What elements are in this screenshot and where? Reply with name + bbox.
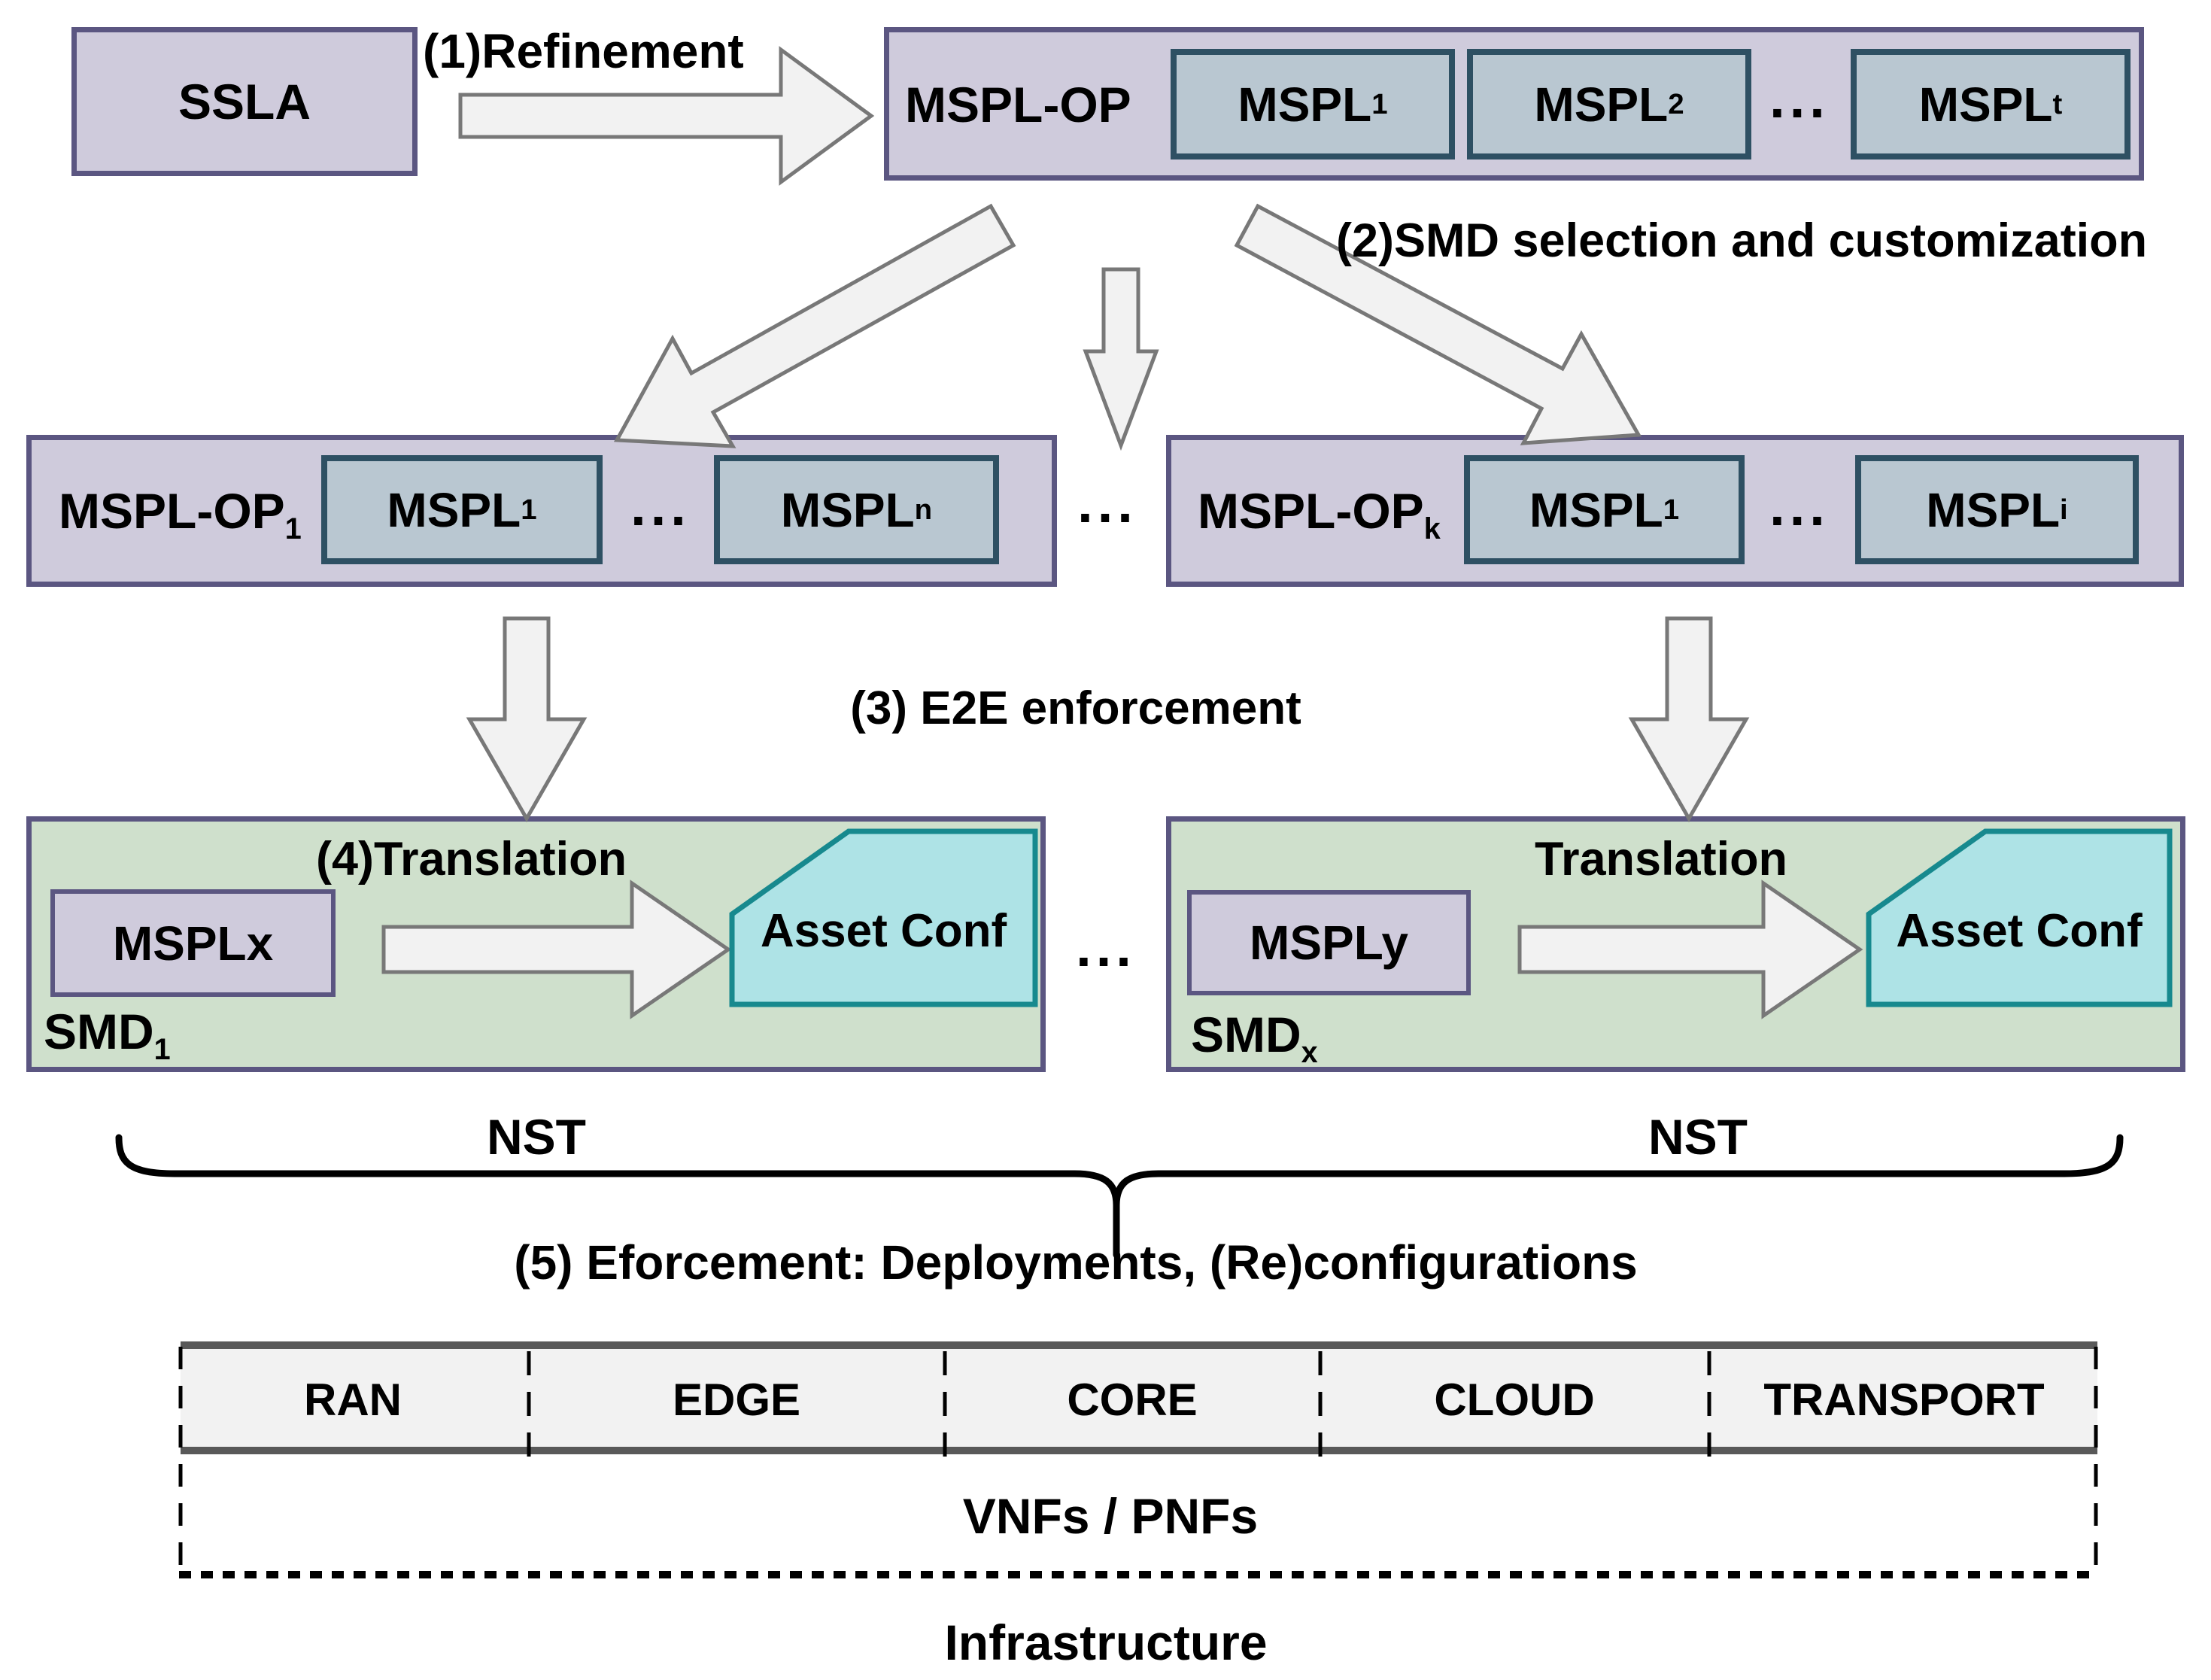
- asset-conf-text-right: Asset Conf: [1896, 904, 2143, 957]
- translation-label-right: Translation: [1534, 833, 1788, 886]
- step4-translation-label: (4)Translation: [316, 833, 627, 886]
- mspl-t-label: MSPL: [1918, 77, 2053, 132]
- asset-conf-label-left: Asset Conf: [732, 831, 1035, 1004]
- row1-ellipsis: ...: [1769, 67, 1830, 130]
- nst-label-right: NST: [1648, 1109, 1748, 1165]
- column-transport: TRANSPORT: [1763, 1375, 2045, 1425]
- step2-smd-selection-label: (2)SMD selection and customization: [1336, 214, 2148, 267]
- asset-conf-text-left: Asset Conf: [760, 904, 1007, 957]
- vnfs-pnfs-label: VNFs / PNFs: [962, 1488, 1259, 1544]
- smd-x-label: SMDx: [1191, 1007, 1318, 1068]
- msplx-box: MSPLx: [50, 889, 336, 997]
- mspl-op-1-item-n-label: MSPL: [780, 482, 915, 537]
- smd-x-label-sub: x: [1301, 1036, 1318, 1070]
- smd-1-label: SMD1: [44, 1004, 171, 1065]
- mspl-1-label: MSPL: [1238, 77, 1372, 132]
- nst-label-left: NST: [487, 1109, 586, 1165]
- column-edge: EDGE: [672, 1375, 801, 1425]
- e2e-enforcement-arrow-left: [466, 616, 588, 823]
- smd-1-label-sub: 1: [153, 1033, 171, 1067]
- asset-conf-label-right: Asset Conf: [1869, 831, 2170, 1004]
- mspl-2-label: MSPL: [1534, 77, 1669, 132]
- infrastructure-strip: [181, 1341, 2097, 1454]
- smd-selection-arrow-middle: [1083, 267, 1159, 451]
- ssla-label: SSLA: [178, 74, 311, 129]
- infrastructure-title: Infrastructure: [944, 1615, 1268, 1670]
- step1-refinement-label: (1)Refinement: [423, 24, 744, 78]
- e2e-enforcement-arrow-right: [1628, 616, 1750, 823]
- smd-x-label-base: SMD: [1191, 1007, 1301, 1062]
- mspl-op-1-label-sub: 1: [284, 512, 302, 546]
- mspl-op-1-label-base: MSPL-OP: [59, 483, 285, 539]
- step3-e2e-enforcement-label: (3) E2E enforcement: [850, 682, 1301, 734]
- mspl-op-label: MSPL-OP: [905, 77, 1131, 132]
- mspl-op-k-item-1-label: MSPL: [1529, 482, 1663, 537]
- msplx-label: MSPLx: [112, 916, 274, 971]
- mspl-op-k-ellipsis: ...: [1769, 475, 1830, 538]
- column-ran: RAN: [304, 1375, 402, 1425]
- mspl-op-1-item-1-label: MSPL: [387, 482, 521, 537]
- mspl-op-k-label-sub: k: [1423, 512, 1441, 546]
- mspl-op-1-ellipsis: ...: [630, 475, 691, 538]
- column-cloud: CLOUD: [1434, 1375, 1595, 1425]
- column-core: CORE: [1067, 1375, 1198, 1425]
- smd-1-label-base: SMD: [44, 1004, 154, 1059]
- smd-between-ellipsis: ...: [1076, 916, 1136, 979]
- row2-between-ellipsis: ...: [1077, 472, 1137, 535]
- msply-label: MSPLy: [1250, 916, 1408, 970]
- mspl-op-1-label: MSPL-OP1: [59, 483, 302, 544]
- ssla-box: SSLA: [71, 27, 418, 176]
- step5-enforcement-label: (5) Eforcement: Deployments, (Re)configu…: [514, 1235, 1638, 1290]
- mspl-op-k-item-i-label: MSPL: [1926, 482, 2061, 537]
- smd-selection-arrow-left: [613, 203, 1016, 448]
- mspl-op-k-label: MSPL-OPk: [1198, 483, 1441, 544]
- msply-box: MSPLy: [1187, 890, 1471, 995]
- mspl-op-k-label-base: MSPL-OP: [1198, 483, 1424, 539]
